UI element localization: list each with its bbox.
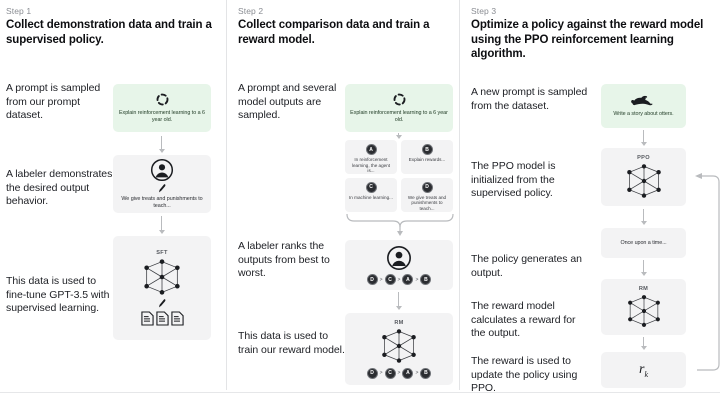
step-2-caption-3: This data is used to train our reward mo… bbox=[238, 330, 345, 356]
step-3-reward-box[interactable]: rk bbox=[601, 352, 686, 388]
loop-dashed-icon bbox=[155, 92, 170, 107]
step-1-caption-3: This data is used to fine-tune GPT-3.5 w… bbox=[6, 275, 110, 314]
person-circle-icon bbox=[386, 245, 412, 271]
step-3-rm-box[interactable]: RM bbox=[601, 279, 686, 335]
step-3-title: Optimize a policy against the reward mod… bbox=[471, 19, 704, 60]
step-1-arrow-1 bbox=[158, 136, 165, 153]
step-1-label: Step 1 bbox=[6, 6, 32, 16]
step-2-labeler-box[interactable]: D > C > A > B bbox=[345, 240, 453, 290]
rm-rank-pill-3: A bbox=[402, 367, 414, 379]
step-2-prompt-text: Explain reinforcement learning to a 6 ye… bbox=[350, 110, 448, 123]
loop-dashed-icon bbox=[392, 92, 407, 107]
output-text-b: Explain rewards... bbox=[408, 157, 446, 162]
documents-icon bbox=[140, 311, 184, 326]
step-1-sft-box[interactable]: SFT bbox=[113, 236, 211, 340]
step-3-output-box[interactable]: Once upon a time... bbox=[601, 228, 686, 258]
step-2-rm-title: RM bbox=[394, 319, 404, 326]
step-2-column: Step 2 Collect comparison data and train… bbox=[232, 0, 458, 407]
step-3-label: Step 3 bbox=[471, 6, 497, 16]
output-text-d: We give treats and punishments to teach.… bbox=[407, 194, 447, 211]
step-2-caption-2: A labeler ranks the outputs from best to… bbox=[238, 240, 330, 279]
person-circle-icon bbox=[150, 158, 174, 182]
step-3-caption-3: The policy generates an output. bbox=[471, 253, 582, 279]
step-3-caption-4: The reward model calculates a reward for… bbox=[471, 300, 576, 339]
step-3-column: Step 3 Optimize a policy against the rew… bbox=[465, 0, 720, 407]
step-1-sft-title: SFT bbox=[156, 250, 168, 256]
output-cell-d[interactable]: D We give treats and punishments to teac… bbox=[401, 177, 453, 212]
step-2-merge-bracket bbox=[345, 212, 455, 238]
step-3-ppo-title: PPO bbox=[637, 154, 650, 161]
step-1-labeler-box[interactable]: We give treats and punishments to teach.… bbox=[113, 155, 211, 213]
step-3-caption-5: The reward is used to update the policy … bbox=[471, 355, 578, 394]
output-cell-a[interactable]: A In reinforcement learning, the agent i… bbox=[345, 140, 397, 174]
pen-icon bbox=[157, 183, 167, 194]
output-label-a: A bbox=[365, 144, 377, 155]
neural-network-icon bbox=[622, 162, 666, 200]
output-label-b: B bbox=[421, 144, 433, 155]
rank-pill-2: C bbox=[384, 274, 396, 285]
step-2-arrow-2 bbox=[395, 292, 402, 310]
column-divider-1 bbox=[226, 0, 227, 390]
neural-network-icon bbox=[622, 293, 666, 329]
neural-network-icon bbox=[376, 327, 422, 365]
step-2-label: Step 2 bbox=[238, 6, 264, 16]
output-cell-b[interactable]: B Explain rewards... bbox=[401, 140, 453, 174]
step-3-caption-1: A new prompt is sampled from the dataset… bbox=[471, 86, 588, 112]
step-1-prompt-text: Explain reinforcement learning to a 6 ye… bbox=[119, 110, 205, 123]
output-label-c: C bbox=[365, 181, 377, 193]
step-3-arrow-1 bbox=[640, 130, 647, 146]
step-2-prompt-box[interactable]: Explain reinforcement learning to a 6 ye… bbox=[345, 84, 453, 132]
rm-rank-pill-4: B bbox=[420, 367, 432, 379]
output-text-c: In machine learning... bbox=[349, 194, 393, 200]
step-1-caption-1: A prompt is sampled from our prompt data… bbox=[6, 82, 101, 121]
rank-sep-3: > bbox=[415, 276, 419, 283]
rm-rank-sep-2: > bbox=[397, 370, 401, 376]
neural-network-icon bbox=[139, 257, 185, 297]
step-2-arrow-1 bbox=[395, 133, 402, 139]
rank-pill-4: B bbox=[420, 274, 432, 285]
step-1-title: Collect demonstration data and train a s… bbox=[6, 19, 212, 46]
step-1-column: Step 1 Collect demonstration data and tr… bbox=[0, 0, 226, 407]
step-2-rm-box[interactable]: RM D > C > A > bbox=[345, 313, 453, 385]
step-3-prompt-box[interactable]: Write a story about otters. bbox=[601, 84, 686, 128]
column-divider-2 bbox=[459, 0, 460, 390]
step-3-rm-title: RM bbox=[638, 285, 649, 292]
rank-pill-1: D bbox=[366, 274, 378, 285]
rank-pill-3: A bbox=[402, 274, 414, 285]
feedback-loop-arrow bbox=[683, 168, 720, 373]
step-3-prompt-text: Write a story about otters. bbox=[613, 111, 674, 117]
step-3-caption-2: The PPO model is initialized from the su… bbox=[471, 160, 556, 199]
rank-sep-2: > bbox=[397, 276, 401, 283]
rank-sep-1: > bbox=[379, 276, 383, 283]
step-2-labeler-ranking: D > C > A > B bbox=[366, 274, 432, 285]
otter-icon bbox=[630, 94, 658, 108]
step-3-arrow-2 bbox=[640, 209, 647, 225]
rm-rank-sep-3: > bbox=[415, 370, 419, 376]
step-2-rm-ranking: D > C > A > B bbox=[366, 367, 432, 379]
rm-rank-pill-1: D bbox=[366, 367, 378, 379]
output-text-a: In reinforcement learning, the agent is.… bbox=[351, 157, 391, 174]
output-cell-c[interactable]: C In machine learning... bbox=[345, 177, 397, 212]
pen-icon bbox=[157, 298, 167, 309]
step-1-labeler-text: We give treats and punishments to teach.… bbox=[121, 196, 203, 209]
step-2-title: Collect comparison data and train a rewa… bbox=[238, 19, 430, 46]
step-1-caption-2: A labeler demonstrates the desired outpu… bbox=[6, 168, 113, 207]
rm-rank-pill-2: C bbox=[384, 367, 396, 379]
step-2-outputs-grid: A In reinforcement learning, the agent i… bbox=[345, 140, 453, 212]
step-3-ppo-box[interactable]: PPO bbox=[601, 148, 686, 206]
step-3-arrow-4 bbox=[640, 337, 647, 350]
step-3-arrow-3 bbox=[640, 260, 647, 276]
bottom-divider bbox=[0, 392, 720, 393]
step-3-output-text: Once upon a time... bbox=[620, 239, 667, 246]
reward-formula: rk bbox=[638, 361, 648, 379]
rm-rank-sep-1: > bbox=[379, 370, 383, 376]
step-2-caption-1: A prompt and several model outputs are s… bbox=[238, 82, 337, 121]
step-1-arrow-2 bbox=[158, 216, 165, 234]
output-label-d: D bbox=[421, 181, 433, 193]
step-1-prompt-box[interactable]: Explain reinforcement learning to a 6 ye… bbox=[113, 84, 211, 132]
